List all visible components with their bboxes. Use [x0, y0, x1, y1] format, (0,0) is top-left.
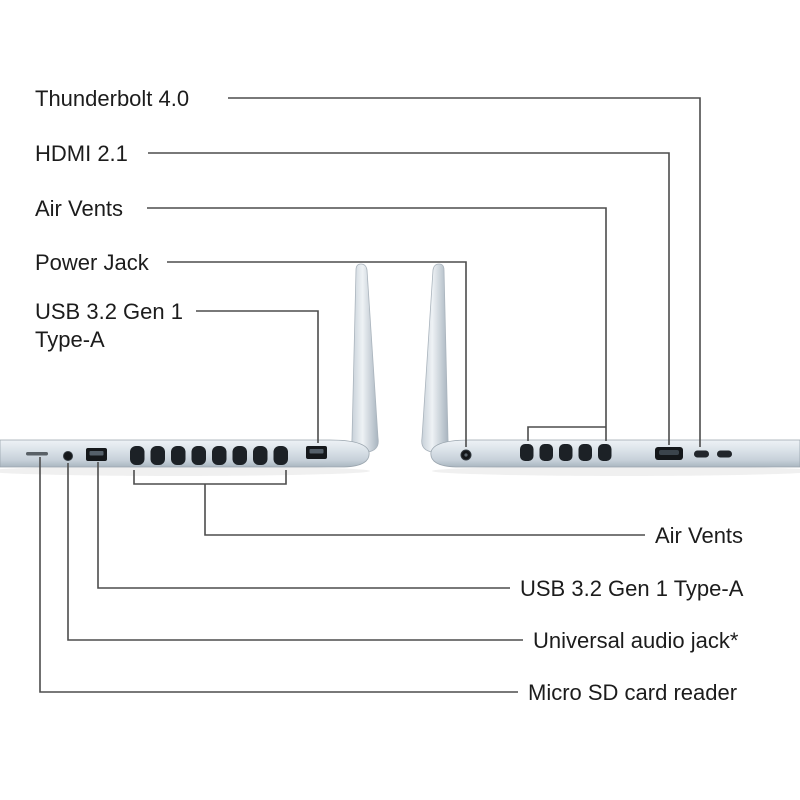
laptop-left-illustration: [0, 263, 379, 468]
leader-line-thunderbolt: [228, 97, 701, 447]
vent-slot: [232, 446, 247, 465]
leader-bracket-air-vents-bottom: [133, 470, 287, 485]
leader-line-sd-reader: [39, 457, 518, 693]
hdmi-port-inner: [659, 450, 679, 455]
label-air-vents-top: Air Vents: [35, 196, 124, 221]
label-hdmi: HDMI 2.1: [35, 141, 128, 166]
thunderbolt-port: [694, 450, 709, 458]
usb-a-port-1-tongue: [89, 451, 104, 456]
vent-slot: [598, 444, 612, 461]
vent-slot: [191, 446, 206, 465]
laptop-right-shadow: [432, 466, 800, 476]
vent-slot: [171, 446, 186, 465]
micro-sd-slot: [26, 452, 48, 456]
usb-a-port-2-tongue: [309, 449, 324, 454]
vent-slot: [539, 444, 553, 461]
laptop-left-shadow: [0, 466, 370, 476]
air-vents-right: [520, 444, 612, 461]
vent-slot: [520, 444, 534, 461]
vent-slot: [559, 444, 573, 461]
power-jack-pin: [464, 453, 468, 457]
laptop-right-base: [430, 439, 800, 468]
vent-slot: [130, 446, 145, 465]
leader-bracket-air-vents-top: [527, 426, 606, 441]
label-sd-reader: Micro SD card reader: [528, 680, 738, 705]
label-audio-jack: Universal audio jack*: [533, 628, 739, 653]
vent-slot: [150, 446, 165, 465]
vent-slot: [273, 446, 288, 465]
leader-line-usb-bottom: [97, 462, 510, 589]
leader-line-usb-left: [196, 310, 319, 443]
vent-slot: [212, 446, 227, 465]
leader-line-air-vents-bottom: [204, 484, 645, 536]
vent-slot: [253, 446, 268, 465]
leader-line-power-jack: [167, 261, 467, 447]
label-thunderbolt: Thunderbolt 4.0: [35, 86, 190, 111]
laptop-left-screen: [351, 263, 379, 453]
laptop-right-illustration: [421, 263, 800, 468]
audio-jack-port: [63, 451, 73, 461]
label-power-jack: Power Jack: [35, 250, 149, 275]
label-air-vents-bottom: Air Vents: [655, 523, 744, 548]
label-usb-bottom: USB 3.2 Gen 1 Type-A: [520, 576, 744, 601]
laptop-right-screen: [421, 263, 449, 453]
usb-c-port: [717, 450, 732, 458]
air-vents-left: [130, 446, 288, 465]
label-usb-left: USB 3.2 Gen 1 Type-A: [35, 299, 183, 352]
leader-lines: [39, 97, 701, 693]
leader-line-air-vents-top: [147, 207, 607, 441]
leader-line-audio-jack: [67, 463, 523, 641]
vent-slot: [578, 444, 592, 461]
leader-line-hdmi: [148, 152, 670, 445]
